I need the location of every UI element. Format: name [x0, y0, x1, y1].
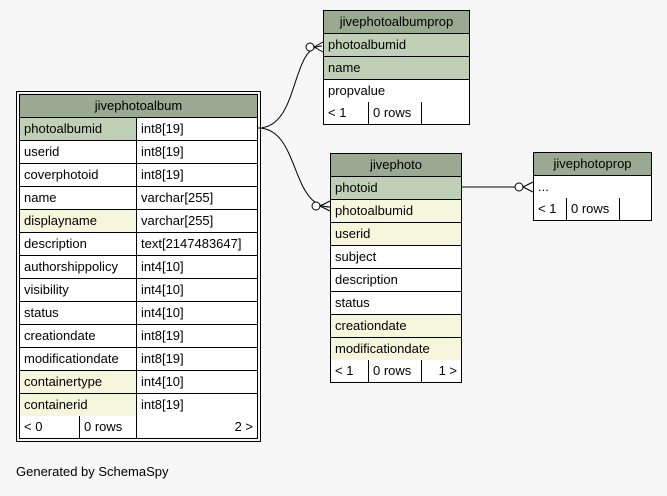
column-row[interactable]: subject — [331, 246, 461, 269]
column-type: int8[19] — [141, 397, 184, 412]
footer-children[interactable]: 1 > — [438, 363, 457, 378]
column-name: creationdate — [331, 315, 461, 337]
column-type: varchar[255] — [141, 213, 214, 228]
column-type: int8[19] — [141, 351, 184, 366]
column-name: description — [20, 233, 137, 255]
column-type: int4[10] — [141, 282, 184, 297]
column-name: displayname — [20, 210, 137, 232]
column-row[interactable]: name varchar[255] — [20, 187, 257, 210]
column-type: int8[19] — [141, 167, 184, 182]
column-row[interactable]: propvalue — [324, 80, 469, 102]
column-row[interactable]: modificationdate int8[19] — [20, 348, 257, 371]
column-type: int8[19] — [141, 328, 184, 343]
column-name: propvalue — [328, 83, 386, 98]
column-row[interactable]: creationdate — [331, 315, 461, 338]
edge-photo-end-marker — [311, 201, 321, 211]
column-row[interactable]: modificationdate — [331, 338, 461, 360]
footer-children — [422, 102, 469, 124]
column-row[interactable]: status — [331, 292, 461, 315]
column-name: subject — [335, 249, 377, 264]
column-row[interactable]: description — [331, 269, 461, 292]
column-type: int8[19] — [141, 144, 184, 159]
generated-by-label: Generated by SchemaSpy — [16, 464, 169, 479]
footer-rows: 0 rows — [80, 416, 137, 438]
column-name: creationdate — [20, 325, 137, 347]
edge-albumprop-crowfoot — [313, 41, 324, 53]
table-title[interactable]: jivephoto — [331, 154, 461, 177]
column-name: description — [335, 272, 398, 287]
footer-rows: 0 rows — [369, 102, 422, 124]
column-row[interactable]: photoalbumid int8[19] — [20, 118, 257, 141]
table-footer: < 1 0 rows — [534, 198, 651, 220]
column-row[interactable]: visibility int4[10] — [20, 279, 257, 302]
column-type: int4[10] — [141, 305, 184, 320]
edge-photoprop-crowfoot — [522, 181, 534, 193]
column-row[interactable]: description text[2147483647] — [20, 233, 257, 256]
column-name: coverphotoid — [20, 164, 137, 186]
table-jivephotoprop[interactable]: jivephotoprop ... < 1 0 rows — [533, 152, 652, 221]
column-row[interactable]: userid — [331, 223, 461, 246]
column-row[interactable]: containerid int8[19] — [20, 394, 257, 416]
table-footer: < 0 0 rows 2 > — [20, 416, 257, 438]
column-name: modificationdate — [20, 348, 137, 370]
footer-children — [620, 198, 651, 220]
footer-rows: 0 rows — [369, 360, 422, 382]
column-name: authorshippolicy — [20, 256, 137, 278]
column-type: int4[10] — [141, 259, 184, 274]
column-name: status — [335, 295, 370, 310]
column-row[interactable]: containertype int4[10] — [20, 371, 257, 394]
edge-photoprop-end-marker — [514, 182, 524, 192]
column-row[interactable]: authorshippolicy int4[10] — [20, 256, 257, 279]
footer-parents[interactable]: < 1 — [324, 102, 369, 124]
column-name: containertype — [20, 371, 137, 393]
edge-album-to-albumprop — [257, 45, 323, 129]
footer-parents[interactable]: < 1 — [534, 198, 567, 220]
footer-parents[interactable]: < 1 — [331, 360, 369, 382]
column-type: varchar[255] — [141, 190, 214, 205]
column-row[interactable]: coverphotoid int8[19] — [20, 164, 257, 187]
column-row[interactable]: creationdate int8[19] — [20, 325, 257, 348]
column-row[interactable]: photoalbumid — [331, 200, 461, 223]
column-type: int4[10] — [141, 374, 184, 389]
column-name: modificationdate — [331, 338, 461, 360]
column-name: containerid — [20, 394, 137, 416]
column-row[interactable]: name — [324, 57, 469, 80]
edge-albumprop-end-marker — [305, 42, 315, 52]
column-row[interactable]: photoalbumid — [324, 34, 469, 57]
edge-photo-crowfoot — [319, 200, 331, 212]
column-name: name — [324, 57, 469, 79]
footer-rows: 0 rows — [567, 198, 620, 220]
table-title[interactable]: jivephotoprop — [534, 153, 651, 176]
table-footer: < 1 0 rows — [324, 102, 469, 124]
column-name: photoalbumid — [324, 34, 469, 56]
column-row[interactable]: ... — [534, 176, 651, 198]
footer-children[interactable]: 2 > — [234, 419, 253, 434]
column-row[interactable]: status int4[10] — [20, 302, 257, 325]
column-name: visibility — [20, 279, 137, 301]
column-type: text[2147483647] — [141, 236, 242, 251]
column-name: userid — [331, 223, 461, 245]
column-name: userid — [20, 141, 137, 163]
column-type: int8[19] — [141, 121, 184, 136]
column-row[interactable]: userid int8[19] — [20, 141, 257, 164]
column-name: ... — [538, 179, 549, 194]
table-footer: < 1 0 rows 1 > — [331, 360, 461, 382]
column-name: photoalbumid — [20, 118, 137, 140]
column-name: name — [20, 187, 137, 209]
column-name: photoid — [331, 177, 461, 199]
footer-parents[interactable]: < 0 — [20, 416, 80, 438]
column-name: status — [20, 302, 137, 324]
column-name: photoalbumid — [331, 200, 461, 222]
edge-album-to-photo — [257, 127, 331, 208]
column-row[interactable]: displayname varchar[255] — [20, 210, 257, 233]
column-row[interactable]: photoid — [331, 177, 461, 200]
table-title[interactable]: jivephotoalbumprop — [324, 11, 469, 34]
table-title[interactable]: jivephotoalbum — [20, 95, 257, 118]
